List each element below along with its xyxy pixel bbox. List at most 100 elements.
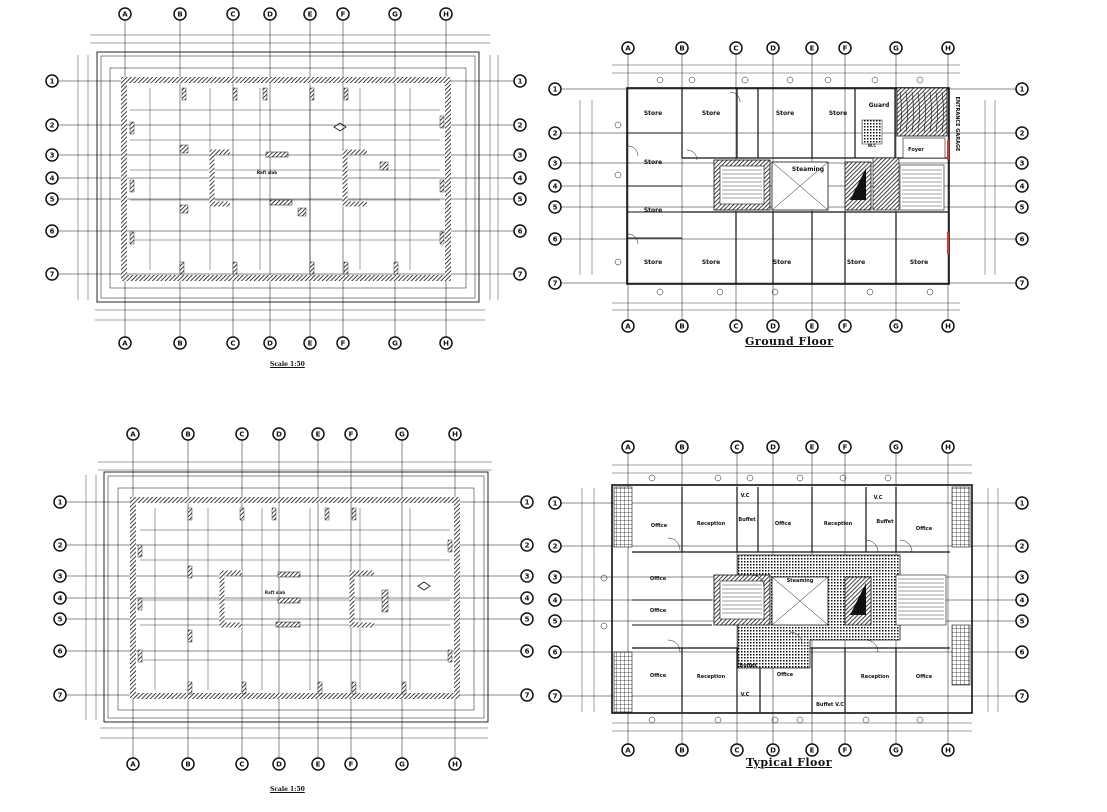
ground-floor-row-bubble-right-7-circle [1015, 276, 1029, 290]
foundation-top-col-bubble-top-F-circle [336, 7, 350, 21]
typical-floor-row-bubble-left-2-circle [548, 539, 562, 553]
ground-room-12: Store [910, 259, 928, 266]
foundation-top-row-bubble-right-5-label: 5 [518, 196, 523, 204]
typical-floor-col-bubble-top-H-circle [941, 440, 955, 454]
foundation-bottom-col-bubble-top-A-label: A [130, 431, 136, 439]
typical-floor-col-bubble-bottom-C-label: C [734, 747, 739, 755]
ground-floor-col-bubble-top-A-circle [621, 41, 635, 55]
column-mark [614, 121, 622, 129]
foundation-top-row-bubble-left-1-label: 1 [50, 78, 55, 86]
core-wall [872, 157, 900, 211]
north-marker [417, 581, 431, 591]
foundation-top-col-bubble-bottom-G-circle [388, 336, 402, 350]
column [129, 179, 135, 193]
ramp-wave [941, 91, 944, 133]
column-mark [656, 76, 664, 84]
ground-floor-row-bubble-right-5-circle [1015, 200, 1029, 214]
beam-block [269, 199, 293, 206]
scale-label-bottom: Scale 1:50 [270, 786, 305, 793]
foundation-bottom-col-bubble-bottom-H-circle [448, 757, 462, 771]
ground-floor-col-bubble-top-D-label: D [770, 45, 776, 53]
column [232, 261, 238, 275]
foundation-bottom-row-bubble-left-7-circle [53, 688, 67, 702]
typical-room-0: Office [651, 523, 668, 529]
typical-floor-col-bubble-bottom-A-circle [621, 743, 635, 757]
ground-room-9: Store [702, 259, 720, 266]
balcony [951, 486, 971, 548]
foyer-box [902, 137, 946, 159]
typical-room-9: Office [650, 576, 667, 582]
foundation-bottom-col-bubble-top-A-circle [126, 427, 140, 441]
foundation-bottom-col-bubble-bottom-E-circle [311, 757, 325, 771]
typical-floor-row-bubble-left-7-label: 7 [553, 693, 558, 701]
core-wall [219, 570, 242, 628]
ground-floor-row-bubble-right-2-circle [1015, 126, 1029, 140]
typical-floor-col-bubble-top-E-circle [805, 440, 819, 454]
foundation-top-row-bubble-right-4-circle [513, 171, 527, 185]
foundation-top-col-bubble-bottom-E-circle [303, 336, 317, 350]
column-mark [796, 716, 804, 724]
foundation-bottom-row-bubble-right-2-label: 2 [525, 542, 530, 550]
typical-room-14: Buffet [739, 663, 757, 669]
lift-x [771, 161, 829, 211]
typical-floor-row-bubble-left-6-label: 6 [553, 649, 558, 657]
balcony [613, 486, 633, 548]
foundation-top-row-bubble-left-6-circle [45, 224, 59, 238]
typical-floor-col-bubble-bottom-D-label: D [770, 747, 776, 755]
typical-floor-row-bubble-right-1-circle [1015, 496, 1029, 510]
stair-2 [895, 574, 947, 626]
raft-outline-inner [107, 475, 485, 719]
raft-slab-label-top: Raft slab [257, 170, 277, 175]
foundation-bottom-row-bubble-right-4-label: 4 [525, 595, 530, 603]
column-mark [916, 76, 924, 84]
beam-block [265, 151, 289, 158]
typical-room-10: Office [650, 608, 667, 614]
core-wall [209, 149, 230, 207]
typical-room-12: Office [650, 673, 667, 679]
typical-floor-row-bubble-right-4-label: 4 [1020, 597, 1025, 605]
foundation-bottom-row-bubble-right-5-circle [520, 612, 534, 626]
foundation-bottom-col-bubble-top-D-circle [272, 427, 286, 441]
foundation-bottom-col-bubble-bottom-D-label: D [276, 761, 282, 769]
foundation-top-row-bubble-left-2-label: 2 [50, 122, 55, 130]
foundation-top-col-bubble-bottom-C-label: C [230, 340, 235, 348]
ground-floor-row-bubble-right-1-circle [1015, 82, 1029, 96]
foundation-top-row-bubble-left-7-circle [45, 267, 59, 281]
column [239, 507, 245, 521]
typical-floor-row-bubble-right-1-label: 1 [1020, 500, 1025, 508]
ramp [896, 87, 948, 137]
foundation-top-row-bubble-right-1-circle [513, 74, 527, 88]
foundation-top-row-bubble-left-3-label: 3 [50, 152, 55, 160]
ramp-wave [917, 91, 920, 133]
foundation-top-row-bubble-right-6-circle [513, 224, 527, 238]
foundation-bottom-col-bubble-bottom-A-label: A [130, 761, 136, 769]
ground-floor-row-bubble-left-1-circle [548, 82, 562, 96]
column-mark [884, 474, 892, 482]
perimeter-wall [130, 497, 460, 699]
ground-floor-row-bubble-left-5-circle [548, 200, 562, 214]
foundation-bottom-col-bubble-top-D-label: D [276, 431, 282, 439]
door-swing [751, 574, 765, 588]
typical-floor-row-bubble-left-5-label: 5 [553, 618, 558, 626]
ground-floor-col-bubble-top-B-circle [675, 41, 689, 55]
foundation-top-row-bubble-left-3-circle [45, 148, 59, 162]
typical-floor-col-bubble-top-C-circle [730, 440, 744, 454]
ground-garage: ENTRANCE GARAGE [954, 97, 960, 153]
ground-floor-row-bubble-right-4-label: 4 [1020, 183, 1025, 191]
foundation-bottom-col-bubble-top-C-label: C [239, 431, 244, 439]
ground-floor-row-bubble-left-2-label: 2 [553, 130, 558, 138]
typical-floor-col-bubble-top-G-label: G [893, 444, 899, 452]
column [401, 681, 407, 695]
foundation-top-col-bubble-bottom-D-circle [263, 336, 277, 350]
typical-room-16: Office [777, 672, 794, 678]
column-mark [824, 76, 832, 84]
ground-floor-col-bubble-top-C-label: C [733, 45, 738, 53]
typical-floor-row-bubble-right-3-label: 3 [1020, 574, 1025, 582]
core-wall [342, 149, 367, 207]
door-swing [789, 631, 803, 645]
typical-room-1: Reception [697, 521, 726, 527]
typical-room-18: Reception [861, 674, 890, 680]
ground-room-10: Store [773, 259, 791, 266]
foundation-bottom-col-bubble-top-H-label: H [452, 431, 458, 439]
foundation-top-row-bubble-left-4-circle [45, 171, 59, 185]
